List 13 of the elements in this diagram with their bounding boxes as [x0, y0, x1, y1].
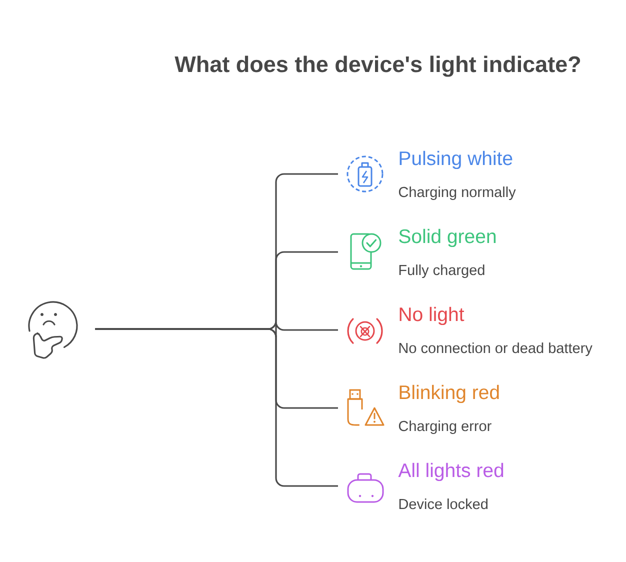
connector-line	[95, 328, 338, 487]
item-description: Device locked	[399, 498, 488, 510]
item-heading: Solid green	[399, 228, 496, 248]
item-description: Charging normally	[398, 186, 516, 200]
item-heading: No light	[400, 306, 464, 326]
title: What does the device's light indicate?	[174, 56, 580, 77]
thinking-face-icon	[28, 301, 78, 359]
item-heading: Blinking red	[400, 384, 499, 404]
item-heading: Pulsing white	[400, 150, 512, 170]
item-description: Fully charged	[399, 264, 484, 278]
item-description: No connection or dead battery	[399, 342, 592, 356]
item-description: Charging error	[398, 420, 492, 434]
item-heading: All lights red	[398, 462, 504, 482]
